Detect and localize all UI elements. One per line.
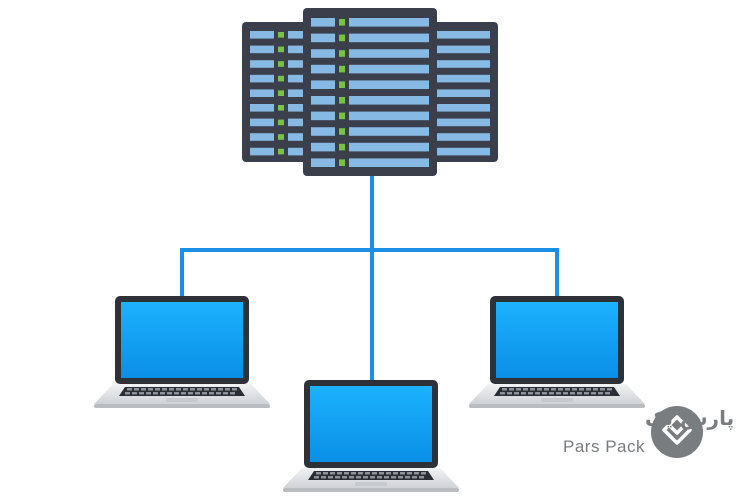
client-laptops — [94, 296, 645, 492]
logo-text-en: Pars Pack — [563, 437, 645, 456]
laptop-left-screen — [121, 302, 243, 378]
drive-bay — [311, 127, 429, 136]
drive-bay — [311, 64, 429, 74]
drive-bay — [311, 33, 429, 43]
brand-logo: پارس پک Pars Pack — [563, 406, 734, 458]
drive-bay — [311, 80, 429, 89]
server-center — [303, 8, 437, 176]
drive-bay — [311, 96, 429, 105]
laptop-center-screen — [310, 386, 432, 462]
laptop-right-keyboard — [494, 387, 620, 396]
drive-bay — [311, 49, 429, 58]
logo-mark-icon — [662, 415, 692, 445]
drive-bay — [311, 158, 429, 167]
laptop-left-trackpad — [166, 398, 198, 402]
server-rack — [242, 8, 498, 176]
laptop-right-trackpad — [541, 398, 573, 402]
connector-left — [180, 248, 374, 298]
laptop-right-screen — [496, 302, 618, 378]
laptop-center — [283, 380, 459, 492]
logo-text-fa: پارس پک — [645, 406, 734, 431]
drive-bay — [311, 111, 429, 121]
connectors — [180, 174, 559, 382]
laptop-center-keyboard — [308, 471, 434, 480]
laptop-left — [94, 296, 270, 408]
laptop-right — [469, 296, 645, 408]
drive-bay — [311, 142, 429, 152]
connector-right — [370, 248, 559, 298]
laptop-center-trackpad — [355, 482, 387, 486]
laptop-left-keyboard — [119, 387, 245, 396]
drive-bay — [311, 18, 429, 27]
